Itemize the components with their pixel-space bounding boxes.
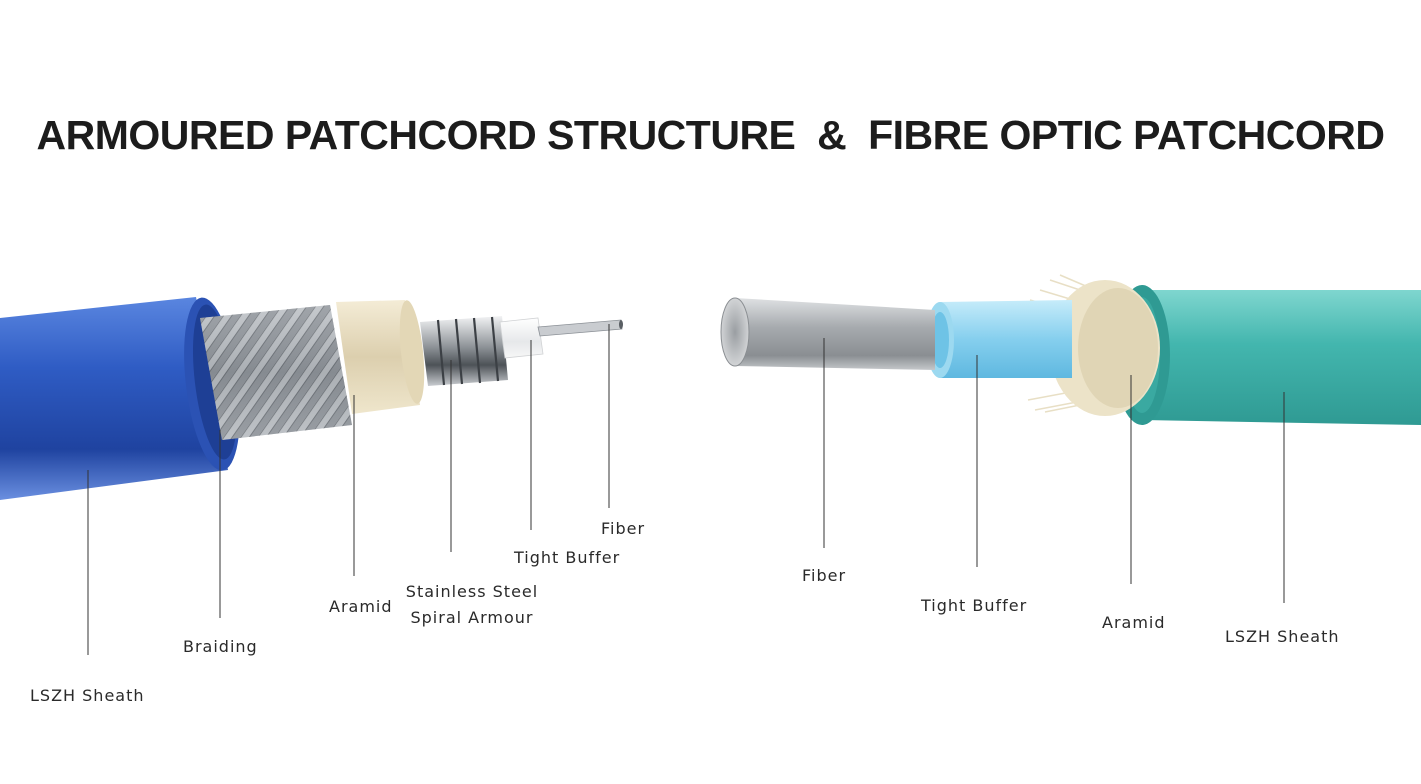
armoured-label-steel-line2: Spiral Armour: [410, 608, 534, 627]
armoured-label-tight-buffer: Tight Buffer: [514, 548, 621, 567]
armoured-label-braiding: Braiding: [183, 637, 258, 656]
fibre-optic-cable: [720, 274, 1421, 425]
fibre-label-tight-buffer: Tight Buffer: [921, 596, 1028, 615]
fibre-label-sheath: LSZH Sheath: [1225, 627, 1340, 646]
armoured-cable: [0, 297, 623, 500]
armoured-label-fiber: Fiber: [601, 519, 646, 538]
armoured-label-steel-line1: Stainless Steel: [405, 582, 539, 601]
fibre-label-aramid: Aramid: [1102, 613, 1166, 632]
armoured-label-aramid: Aramid: [329, 597, 393, 616]
fibre-label-fiber: Fiber: [802, 566, 847, 585]
page-title: ARMOURED PATCHCORD STRUCTURE & FIBRE OPT…: [36, 112, 1385, 158]
armoured-label-steel-armour: Stainless Steel Spiral Armour: [406, 579, 538, 631]
leader-lines: [87, 324, 1285, 655]
armoured-label-sheath: LSZH Sheath: [30, 686, 145, 705]
